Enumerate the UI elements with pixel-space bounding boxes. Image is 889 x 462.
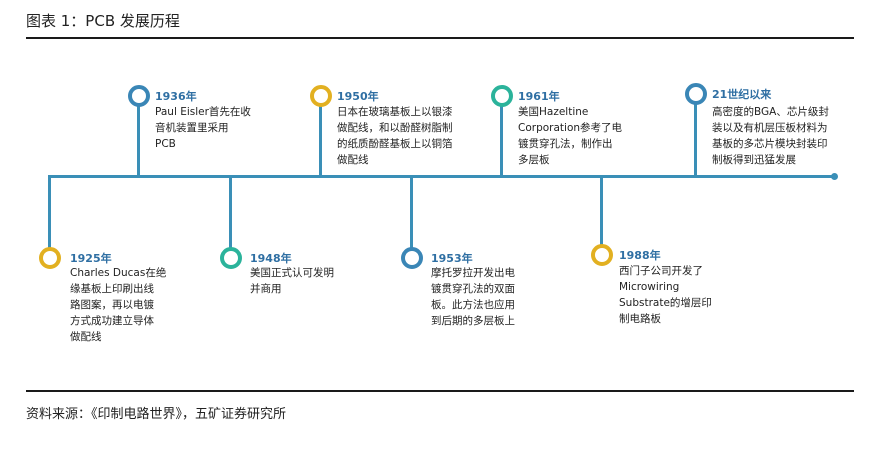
event-desc-1953: 摩托罗拉开发出电 镀贯穿孔法的双面 板。此方法也应用 到后期的多层板上	[431, 265, 515, 329]
event-desc-21st-century: 高密度的BGA、芯片级封 装以及有机层压板材料为 基板的多芯片模块封装印 制板得…	[712, 104, 829, 168]
desc-line: 摩托罗拉开发出电	[431, 267, 515, 279]
desc-line: 做配线，和以酚醛树脂制	[337, 122, 453, 134]
figure-source: 资料来源：《印制电路世界》，五矿证券研究所	[26, 407, 287, 422]
desc-line: 美国Hazeltine	[518, 106, 589, 118]
desc-line: Microwiring	[619, 281, 680, 293]
desc-line: 到后期的多层板上	[431, 315, 515, 327]
node-1953	[401, 247, 423, 269]
desc-line: PCB	[155, 138, 176, 150]
desc-line: 做配线	[337, 154, 369, 166]
desc-line: 制板得到迅猛发展	[712, 154, 796, 166]
event-year-1950: 1950年	[337, 90, 379, 103]
event-year-1948: 1948年	[250, 252, 292, 265]
desc-line: 板。此方法也应用	[431, 299, 515, 311]
desc-line: Charles Ducas在绝	[70, 267, 167, 279]
stem-1953	[410, 176, 413, 250]
event-desc-1948: 美国正式认可发明 并商用	[250, 265, 334, 297]
desc-line: 多层板	[518, 154, 550, 166]
desc-line: Paul Eisler首先在收	[155, 106, 251, 118]
desc-line: 西门子公司开发了	[619, 265, 703, 277]
event-year-21st-century: 21世纪以来	[712, 88, 772, 101]
node-1948	[220, 247, 242, 269]
desc-line: 路图案，再以电镀	[70, 299, 154, 311]
node-1961	[491, 85, 513, 107]
desc-line: Corporation参考了电	[518, 122, 623, 134]
desc-line: 镀贯穿孔法的双面	[431, 283, 515, 295]
desc-line: 日本在玻璃基板上以银漆	[337, 106, 453, 118]
stem-1948	[229, 176, 232, 250]
desc-line: 方式成功建立导体	[70, 315, 154, 327]
desc-line: 的纸质酚醛基板上以铜箔	[337, 138, 453, 150]
event-year-1988: 1988年	[619, 249, 661, 262]
event-year-1961: 1961年	[518, 90, 560, 103]
desc-line: 镀贯穿孔法，制作出	[518, 138, 613, 150]
event-desc-1950: 日本在玻璃基板上以银漆 做配线，和以酚醛树脂制 的纸质酚醛基板上以铜箔 做配线	[337, 104, 453, 168]
event-desc-1925: Charles Ducas在绝 缘基板上印刷出线 路图案，再以电镀 方式成功建立…	[70, 265, 166, 345]
stem-21st	[694, 100, 697, 176]
desc-line: 做配线	[70, 331, 102, 343]
desc-line: Substrate的增层印	[619, 297, 712, 309]
desc-line: 音机装置里采用	[155, 122, 229, 134]
node-21st	[685, 83, 707, 105]
node-1988	[591, 244, 613, 266]
desc-line: 并商用	[250, 283, 282, 295]
timeline-axis	[48, 175, 834, 178]
bottom-rule	[26, 390, 854, 392]
desc-line: 基板的多芯片模块封装印	[712, 138, 828, 150]
node-1950	[310, 85, 332, 107]
stem-1936	[137, 102, 140, 176]
desc-line: 装以及有机层压板材料为	[712, 122, 828, 134]
event-year-1936: 1936年	[155, 90, 197, 103]
stem-1925	[48, 176, 51, 250]
event-desc-1961: 美国Hazeltine Corporation参考了电 镀贯穿孔法，制作出 多层…	[518, 104, 622, 168]
node-1936	[128, 85, 150, 107]
desc-line: 高密度的BGA、芯片级封	[712, 106, 829, 118]
timeline-axis-end	[831, 173, 838, 180]
stem-1988	[600, 176, 603, 250]
desc-line: 美国正式认可发明	[250, 267, 334, 279]
event-year-1953: 1953年	[431, 252, 473, 265]
stem-1950	[319, 102, 322, 176]
event-desc-1936: Paul Eisler首先在收 音机装置里采用 PCB	[155, 104, 251, 152]
desc-line: 制电路板	[619, 313, 661, 325]
event-year-1925: 1925年	[70, 252, 112, 265]
event-desc-1988: 西门子公司开发了 Microwiring Substrate的增层印 制电路板	[619, 263, 712, 327]
node-1925	[39, 247, 61, 269]
top-rule	[26, 37, 854, 39]
desc-line: 缘基板上印刷出线	[70, 283, 154, 295]
figure-title: 图表 1：PCB 发展历程	[26, 12, 180, 30]
stem-1961	[500, 102, 503, 176]
